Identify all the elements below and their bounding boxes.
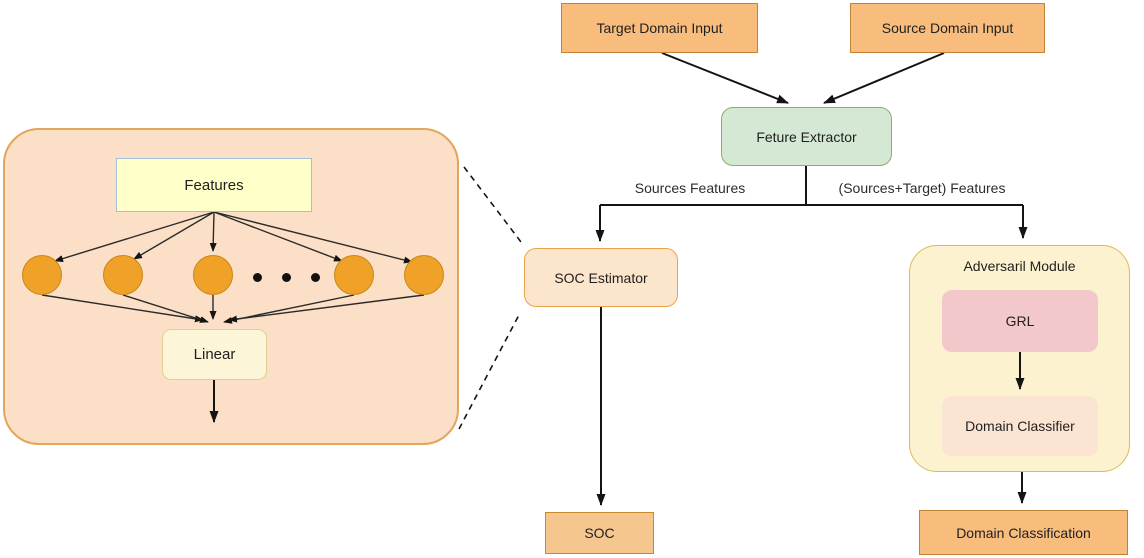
neuron-circle (22, 255, 62, 295)
zoom-callout-dashed-lines (458, 166, 522, 430)
ellipsis-dot (253, 273, 262, 282)
ellipsis-dot (311, 273, 320, 282)
features-box: Features (116, 158, 312, 212)
ellipsis-dot (282, 273, 291, 282)
feature-extractor-box: Feture Extractor (721, 107, 892, 166)
linear-box: Linear (162, 329, 267, 380)
source-domain-input-box: Source Domain Input (850, 3, 1045, 53)
arrow-target-to-extractor (661, 52, 789, 104)
soc-output-box: SOC (545, 512, 654, 554)
adversarial-module-title: Adversaril Module (963, 258, 1076, 274)
neuron-circle (193, 255, 233, 295)
target-domain-input-box: Target Domain Input (561, 3, 758, 53)
soc-estimator-box: SOC Estimator (524, 248, 678, 307)
neuron-circle (103, 255, 143, 295)
grl-box: GRL (942, 290, 1098, 352)
domain-classifier-box: Domain Classifier (942, 396, 1098, 456)
sources-features-edge-label: Sources Features (634, 180, 746, 196)
neuron-circle (334, 255, 374, 295)
domain-classification-box: Domain Classification (919, 510, 1128, 555)
arrow-source-to-extractor (823, 52, 945, 104)
sources-target-features-edge-label: (Sources+Target) Features (838, 180, 1006, 196)
neuron-circle (404, 255, 444, 295)
